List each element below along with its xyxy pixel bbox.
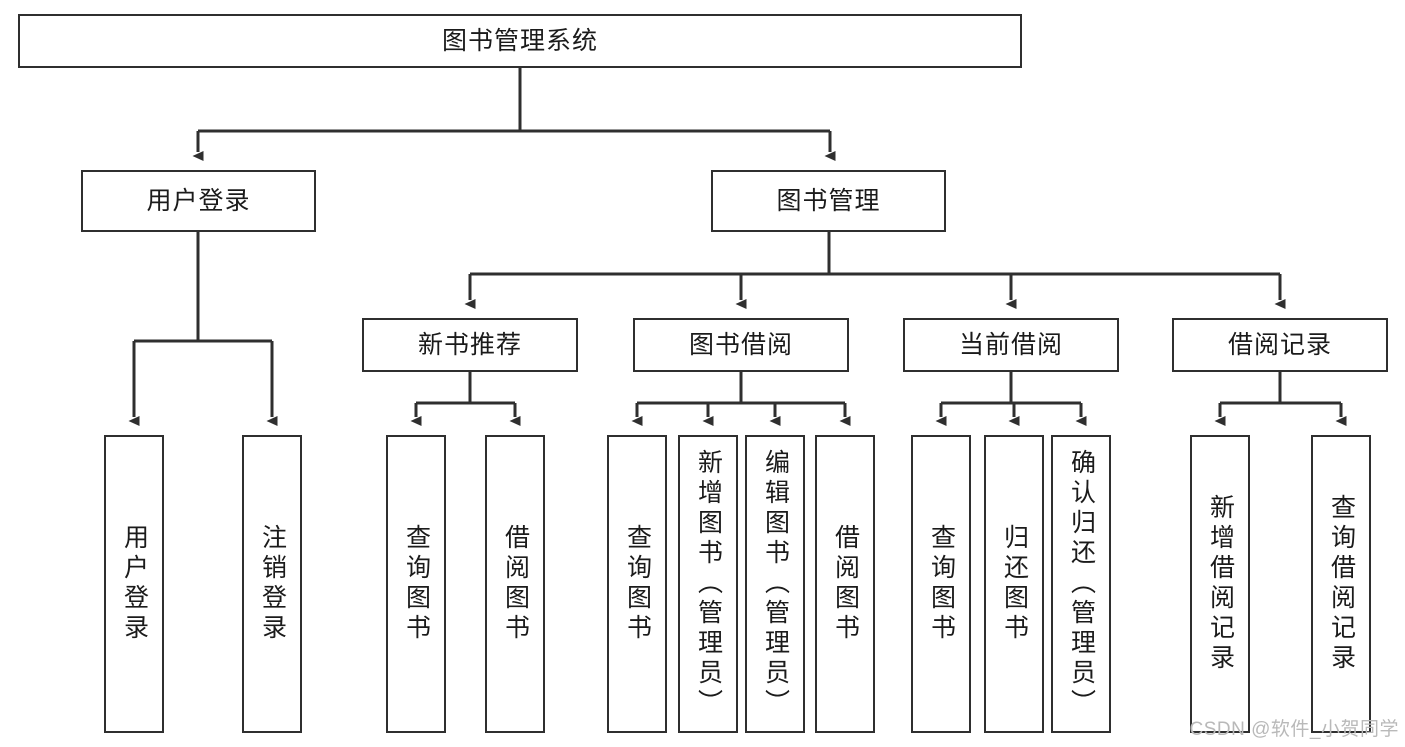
node-leaf-logout-label: 注销登录 (258, 524, 287, 644)
node-leaf-logout[interactable]: 注销登录 (242, 435, 302, 733)
node-current-borrow[interactable]: 当前借阅 (903, 318, 1119, 372)
node-borrow-record[interactable]: 借阅记录 (1172, 318, 1388, 372)
node-book-borrow-label: 图书借阅 (688, 331, 793, 359)
node-leaf-query-book-current-label: 查询图书 (927, 524, 956, 644)
node-leaf-borrow-book-recommend-label: 借阅图书 (501, 524, 530, 644)
node-new-book-recommend[interactable]: 新书推荐 (362, 318, 578, 372)
node-leaf-query-book-recommend[interactable]: 查询图书 (386, 435, 446, 733)
node-leaf-user-login-label: 用户登录 (120, 524, 149, 644)
node-leaf-edit-book-label: 编辑图书（管理员） (761, 449, 790, 719)
node-leaf-add-borrow-record[interactable]: 新增借阅记录 (1190, 435, 1250, 733)
node-book-borrow[interactable]: 图书借阅 (633, 318, 849, 372)
node-leaf-confirm-return[interactable]: 确认归还（管理员） (1051, 435, 1111, 733)
node-user-login-label: 用户登录 (146, 187, 251, 215)
node-borrow-record-label: 借阅记录 (1227, 331, 1332, 359)
node-leaf-edit-book[interactable]: 编辑图书（管理员） (745, 435, 805, 733)
node-leaf-query-book-current[interactable]: 查询图书 (911, 435, 971, 733)
node-leaf-query-book-recommend-label: 查询图书 (402, 524, 431, 644)
node-leaf-confirm-return-label: 确认归还（管理员） (1067, 449, 1096, 719)
node-leaf-return-book-label: 归还图书 (1000, 524, 1029, 644)
node-leaf-return-book[interactable]: 归还图书 (984, 435, 1044, 733)
node-root-label: 图书管理系统 (441, 27, 598, 55)
node-new-book-recommend-label: 新书推荐 (417, 331, 522, 359)
node-user-login[interactable]: 用户登录 (81, 170, 316, 232)
node-book-management-label: 图书管理 (776, 187, 881, 215)
node-root[interactable]: 图书管理系统 (18, 14, 1022, 68)
node-leaf-add-book-label: 新增图书（管理员） (694, 449, 723, 719)
node-leaf-add-borrow-record-label: 新增借阅记录 (1206, 494, 1235, 674)
csdn-watermark: CSDN @软件_小贺同学 (1189, 719, 1399, 740)
node-book-management[interactable]: 图书管理 (711, 170, 946, 232)
node-leaf-borrow-book-recommend[interactable]: 借阅图书 (485, 435, 545, 733)
node-current-borrow-label: 当前借阅 (958, 331, 1063, 359)
node-leaf-user-login[interactable]: 用户登录 (104, 435, 164, 733)
node-leaf-borrow-book[interactable]: 借阅图书 (815, 435, 875, 733)
node-leaf-add-book[interactable]: 新增图书（管理员） (678, 435, 738, 733)
node-leaf-query-borrow-record-label: 查询借阅记录 (1327, 494, 1356, 674)
node-leaf-borrow-book-label: 借阅图书 (831, 524, 860, 644)
node-leaf-query-borrow-record[interactable]: 查询借阅记录 (1311, 435, 1371, 733)
node-leaf-query-book-borrow-label: 查询图书 (623, 524, 652, 644)
node-leaf-query-book-borrow[interactable]: 查询图书 (607, 435, 667, 733)
